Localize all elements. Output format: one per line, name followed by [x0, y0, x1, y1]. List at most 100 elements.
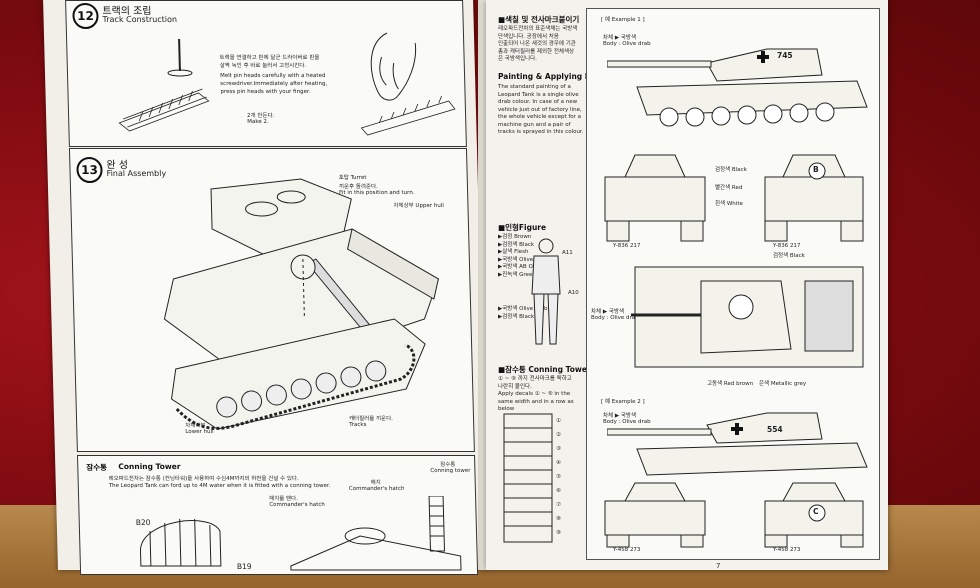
example2-front-view [764, 482, 864, 548]
figure-lower-item: ▶국방색 Olive drab [498, 306, 548, 312]
decal-intro-kr-4: 총과 캐터필러를 제외한 전체색상 [498, 48, 575, 55]
conning-text-en: The Leopard Tank can ford up to 4M water… [108, 483, 331, 489]
figure-item: ▶진녹색 Green [498, 271, 536, 278]
step13-section: 13 완 성 Final Assembly 포탑 Turret 끼운후 돌려준다… [68, 148, 475, 452]
decal-number: ⑦ [556, 502, 561, 508]
topview-metal: 은색 Metallic grey [759, 381, 807, 387]
conning-marks-title: ■잠수통 Conning Tower [498, 365, 591, 374]
conning-marks-en-3: below [498, 406, 515, 412]
tank-conning-drawing [290, 496, 462, 571]
hand-pressing-drawing [360, 32, 456, 136]
decal-title-en: Painting & Applying Decals [498, 72, 613, 81]
figure-lower-item: ▶검정색 Black [498, 313, 535, 320]
example2-number: 554 [767, 425, 783, 434]
step12-text-kr-2: 살짝 녹인 후 바로 눌러서 고정시킨다. [219, 63, 307, 69]
example1-number: 745 [777, 51, 793, 60]
step12-text-en-2: screwdriver.Immediately after heating, [220, 81, 328, 87]
conning-marks-en-2: same width and in a row as [498, 398, 574, 405]
decal-number: ⑤ [556, 474, 561, 480]
tower-en: Conning tower [430, 468, 471, 474]
example2-plate1: Y-458 273 [613, 547, 641, 553]
right-page: ■색칠 및 전사마크붙이기 레오파드전차의 표준색채는 국방색 단색입니다. 공… [486, 0, 888, 570]
decal-intro-kr: 레오파드전차의 표준색채는 국방색 단색입니다. 공장에서 처음 인출되어 나온… [498, 26, 588, 64]
step12-number: 12 [72, 3, 99, 29]
example2-color-en: Body : Olive drab [603, 419, 651, 425]
decal-intro-kr-1: 레오파드전차의 표준색채는 국방색 [498, 26, 578, 32]
figure-item: ▶검정색 Black [498, 241, 535, 248]
hatch-kr-2: 해치 [370, 480, 381, 486]
step13-number: 13 [76, 157, 103, 183]
decal-intro-kr-5: 은 국방색입니다. [498, 56, 537, 62]
figure-title: ■인형Figure [498, 223, 547, 232]
decal-text-en-7: tracks is sprayed in this colour. [498, 129, 584, 135]
decal-number: ④ [556, 460, 561, 466]
conning-title-kr: 잠수통 [86, 463, 108, 472]
figure-lower-list: ▶국방색 Olive drab ▶검정색 Black [498, 306, 558, 321]
legend-white: 흰색 White [715, 201, 743, 207]
top-view-drawing [631, 266, 864, 368]
example2-color-kr: 차체 ▶ 국방색 [603, 413, 637, 419]
figure-part-a10: A10 [568, 290, 579, 296]
decal-intro-en: The standard painting of a Leopard Tank … [498, 84, 588, 137]
figure-item: ▶국방색 Olive drab [498, 256, 548, 263]
decal-text-en-1: The standard painting of a [498, 84, 571, 90]
conning-section: 잠수통 Conning Tower 레오파드전차는 잠수통 (컨닝타워)을 사용… [76, 455, 479, 575]
example1-plate2: Y-836 217 [773, 243, 801, 249]
legend-black: 검정색 Black [715, 167, 747, 173]
decal-number: ⑧ [556, 516, 561, 522]
example1-title: [ 예 Example 1 ] [601, 17, 645, 23]
figure-color-list: ▶검정 Brown ▶검정색 Black ▶살색 Flesh ▶국방색 Oliv… [498, 234, 578, 279]
decal-text-en-6: machine gun and a pair of [498, 121, 571, 128]
decal-number: ⑨ [556, 530, 561, 536]
step12-text-kr-1: 트랙을 연결하고 핀에 달군 드라이버로 핀을 [219, 55, 320, 61]
legend-red: 빨간색 Red [715, 185, 743, 191]
example1-rear-view [604, 154, 706, 242]
conning-title-en: Conning Tower [118, 462, 181, 471]
example2-side-view [607, 412, 868, 476]
step12-make-kr: 2개 만든다. [247, 113, 275, 119]
instruction-booklet: 12 트랙의 조립 Track Construction 트랙을 연결하고 핀에… [43, 0, 888, 588]
decal-intro-kr-2: 단색입니다. 공장에서 처음 [498, 33, 559, 40]
decal-number: ③ [556, 446, 561, 452]
hatch-en-2: Commander's hatch [348, 486, 405, 492]
example1-mark: B [813, 165, 819, 174]
example2-rear-view [604, 482, 706, 548]
legend-black2: 검정색 Black [773, 253, 805, 259]
step12-text-en-3: press pin heads with your finger. [220, 89, 311, 95]
figure-item: ▶살색 Flesh [498, 249, 529, 255]
example1-side-view [607, 48, 868, 127]
figure-part-a11: A11 [562, 250, 573, 256]
decal-intro-kr-3: 인출되어 나온 새것의 경우에 기관 [498, 41, 576, 47]
example1-color-kr: 차체 ▶ 국방색 [603, 35, 637, 41]
example2-title: [ 예 Example 2 ] [601, 399, 645, 405]
decal-text-en-4: vehicle just out of factory line, [498, 106, 582, 113]
topview-color-kr: 차체 ▶ 국방색 [591, 309, 625, 315]
decal-number: ① [556, 418, 561, 424]
decal-number: ② [556, 432, 561, 438]
examples-panel: [ 예 Example 1 ] 차체 ▶ 국방색 Body : Olive dr… [586, 8, 880, 560]
conning-parts-drawing [140, 519, 222, 567]
page-number: 7 [716, 562, 721, 570]
conning-decal-numbers: ① ② ③ ④ ⑤ ⑥ ⑦ ⑧ ⑨ [556, 414, 568, 540]
track-link-drawing [118, 39, 210, 132]
decal-title-kr: ■색칠 및 전사마크붙이기 [498, 15, 580, 24]
step12-section: 12 트랙의 조립 Track Construction 트랙을 연결하고 핀에… [65, 0, 467, 147]
example1-color-en: Body : Olive drab [603, 41, 651, 47]
figure-item: ▶검정 Brown [498, 234, 532, 240]
topview-brown: 고동색 Red brown [707, 381, 754, 387]
step12-text-en-1: Melt pin heads carefully with a heated [219, 73, 326, 79]
decal-number: ⑥ [556, 488, 561, 494]
conning-marks-kr-2: 나란히 붙인다. [498, 383, 532, 390]
conning-marks-kr-1: ① ~ ⑨ 까지 전사마크를 쭉하고 [498, 376, 572, 382]
conning-decal-strips [503, 413, 553, 543]
figure-item: ▶국방색 AB Olive drab [498, 264, 557, 270]
tower-kr: 잠수통 [440, 462, 456, 468]
left-page: 12 트랙의 조립 Track Construction 트랙을 연결하고 핀에… [43, 0, 488, 575]
example2-plate2: Y-458 273 [773, 547, 801, 553]
example1-plate1: Y-836 217 [613, 243, 641, 249]
tank-exploded-drawing [163, 178, 439, 430]
conning-text-kr: 레오파드전차는 잠수통 (컨닝타워)을 사용하여 수심4M까지의 하천을 건널 … [108, 476, 299, 482]
example2-mark: C [813, 507, 819, 516]
step12-title-en: Track Construction [102, 15, 178, 24]
topview-color-en: Body : Olive drab [591, 315, 639, 321]
